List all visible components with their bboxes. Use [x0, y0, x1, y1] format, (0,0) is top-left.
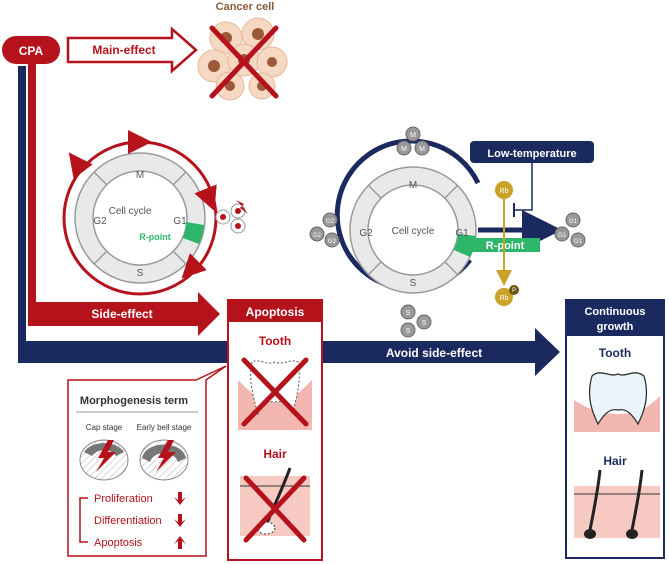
low-temperature-box — [470, 141, 594, 163]
right-phase-s: S — [410, 278, 417, 289]
resting-g1-2: G1 — [558, 233, 567, 239]
cap-stage-label: Cap stage — [86, 423, 123, 432]
arrested-s-3: S — [406, 328, 411, 335]
right-cycle-center-label: Cell cycle — [392, 226, 435, 237]
rbp-node — [495, 288, 513, 306]
cap-stage-illustration — [79, 439, 129, 481]
resting-g1-cells — [554, 212, 586, 248]
early-bell-stage-label: Early bell stage — [137, 423, 192, 432]
left-phase-g1: G1 — [173, 216, 187, 227]
apoptosis-tooth-label: Tooth — [259, 334, 291, 348]
apoptotic-tooth-illustration — [238, 360, 312, 430]
arrested-g2-1: G2 — [326, 219, 335, 225]
healthy-hair-illustration — [574, 469, 660, 539]
apoptosis-hair-label: Hair — [263, 447, 287, 461]
phospho-label: P — [512, 288, 516, 294]
proliferation-down-arrow-icon — [174, 492, 186, 505]
arrested-g2-cells — [309, 212, 340, 248]
tooth-cross-icon — [241, 357, 309, 427]
right-phase-g2: G2 — [359, 228, 373, 239]
apoptotic-hair-illustration — [240, 467, 310, 536]
left-cycle-center-label: Cell cycle — [109, 206, 152, 217]
arrested-m-cells — [396, 126, 430, 156]
cpa-label: CPA — [19, 44, 44, 58]
low-temperature-inhibition — [514, 163, 533, 211]
hair-cross-icon — [243, 475, 307, 543]
avoid-side-effect-label: Avoid side-effect — [386, 346, 482, 360]
cpa-badge — [2, 36, 60, 64]
apoptosis-up-arrow-icon — [174, 536, 186, 549]
differentiation-label: Differentiation — [94, 515, 162, 527]
arrested-s-2: S — [422, 320, 427, 327]
morphogenesis-title: Morphogenesis term — [80, 395, 188, 407]
growth-panel-header — [566, 300, 664, 336]
apoptosis-panel-header — [228, 300, 322, 322]
growth-title-line2: growth — [597, 321, 634, 333]
rbp-label: Rb — [500, 295, 509, 302]
arrested-g2-2: G2 — [313, 233, 322, 239]
arrested-m-3: M — [419, 146, 425, 153]
rb-node — [495, 181, 513, 199]
low-temperature-label: Low-temperature — [487, 148, 576, 160]
proliferation-label: Proliferation — [94, 493, 153, 505]
right-phase-m: M — [409, 180, 417, 191]
left-phase-s: S — [137, 268, 144, 279]
arrested-m-1: M — [410, 132, 416, 139]
left-rpoint-label: R-point — [139, 232, 171, 242]
left-phase-m: M — [136, 170, 144, 181]
right-phase-g1: G1 — [455, 228, 469, 239]
arrested-g2-3: G2 — [328, 239, 337, 245]
left-phase-g2: G2 — [93, 216, 107, 227]
apoptosis-title: Apoptosis — [246, 305, 305, 319]
morphogenesis-bracket — [79, 497, 88, 543]
cancer-cell-cross-icon — [209, 25, 279, 99]
resting-g1-3: G1 — [574, 239, 583, 245]
resting-g1-1: G1 — [569, 219, 578, 225]
growth-hair-label: Hair — [603, 454, 627, 468]
apoptotic-cells-icon — [215, 200, 248, 234]
main-effect-label: Main-effect — [92, 43, 155, 57]
right-rpoint-label: R-point — [486, 240, 525, 252]
differentiation-down-arrow-icon — [174, 514, 186, 527]
arrested-m-2: M — [401, 146, 407, 153]
growth-title-line1: Continuous — [584, 306, 645, 318]
right-cell-cycle — [334, 138, 562, 294]
apoptosis-row-label: Apoptosis — [94, 537, 143, 549]
cancer-cell-label: Cancer cell — [216, 1, 275, 13]
growth-tooth-label: Tooth — [599, 346, 631, 360]
side-effect-arrow — [28, 292, 220, 336]
phospho-node — [509, 285, 519, 295]
main-effect-arrow — [66, 26, 198, 74]
early-bell-stage-illustration — [139, 439, 189, 481]
arrested-s-1: S — [406, 310, 411, 317]
rb-label: Rb — [500, 188, 509, 195]
left-cell-cycle — [62, 130, 218, 296]
side-effect-label: Side-effect — [91, 307, 152, 321]
healthy-tooth-illustration — [574, 372, 660, 432]
arrested-s-cells — [400, 304, 432, 338]
